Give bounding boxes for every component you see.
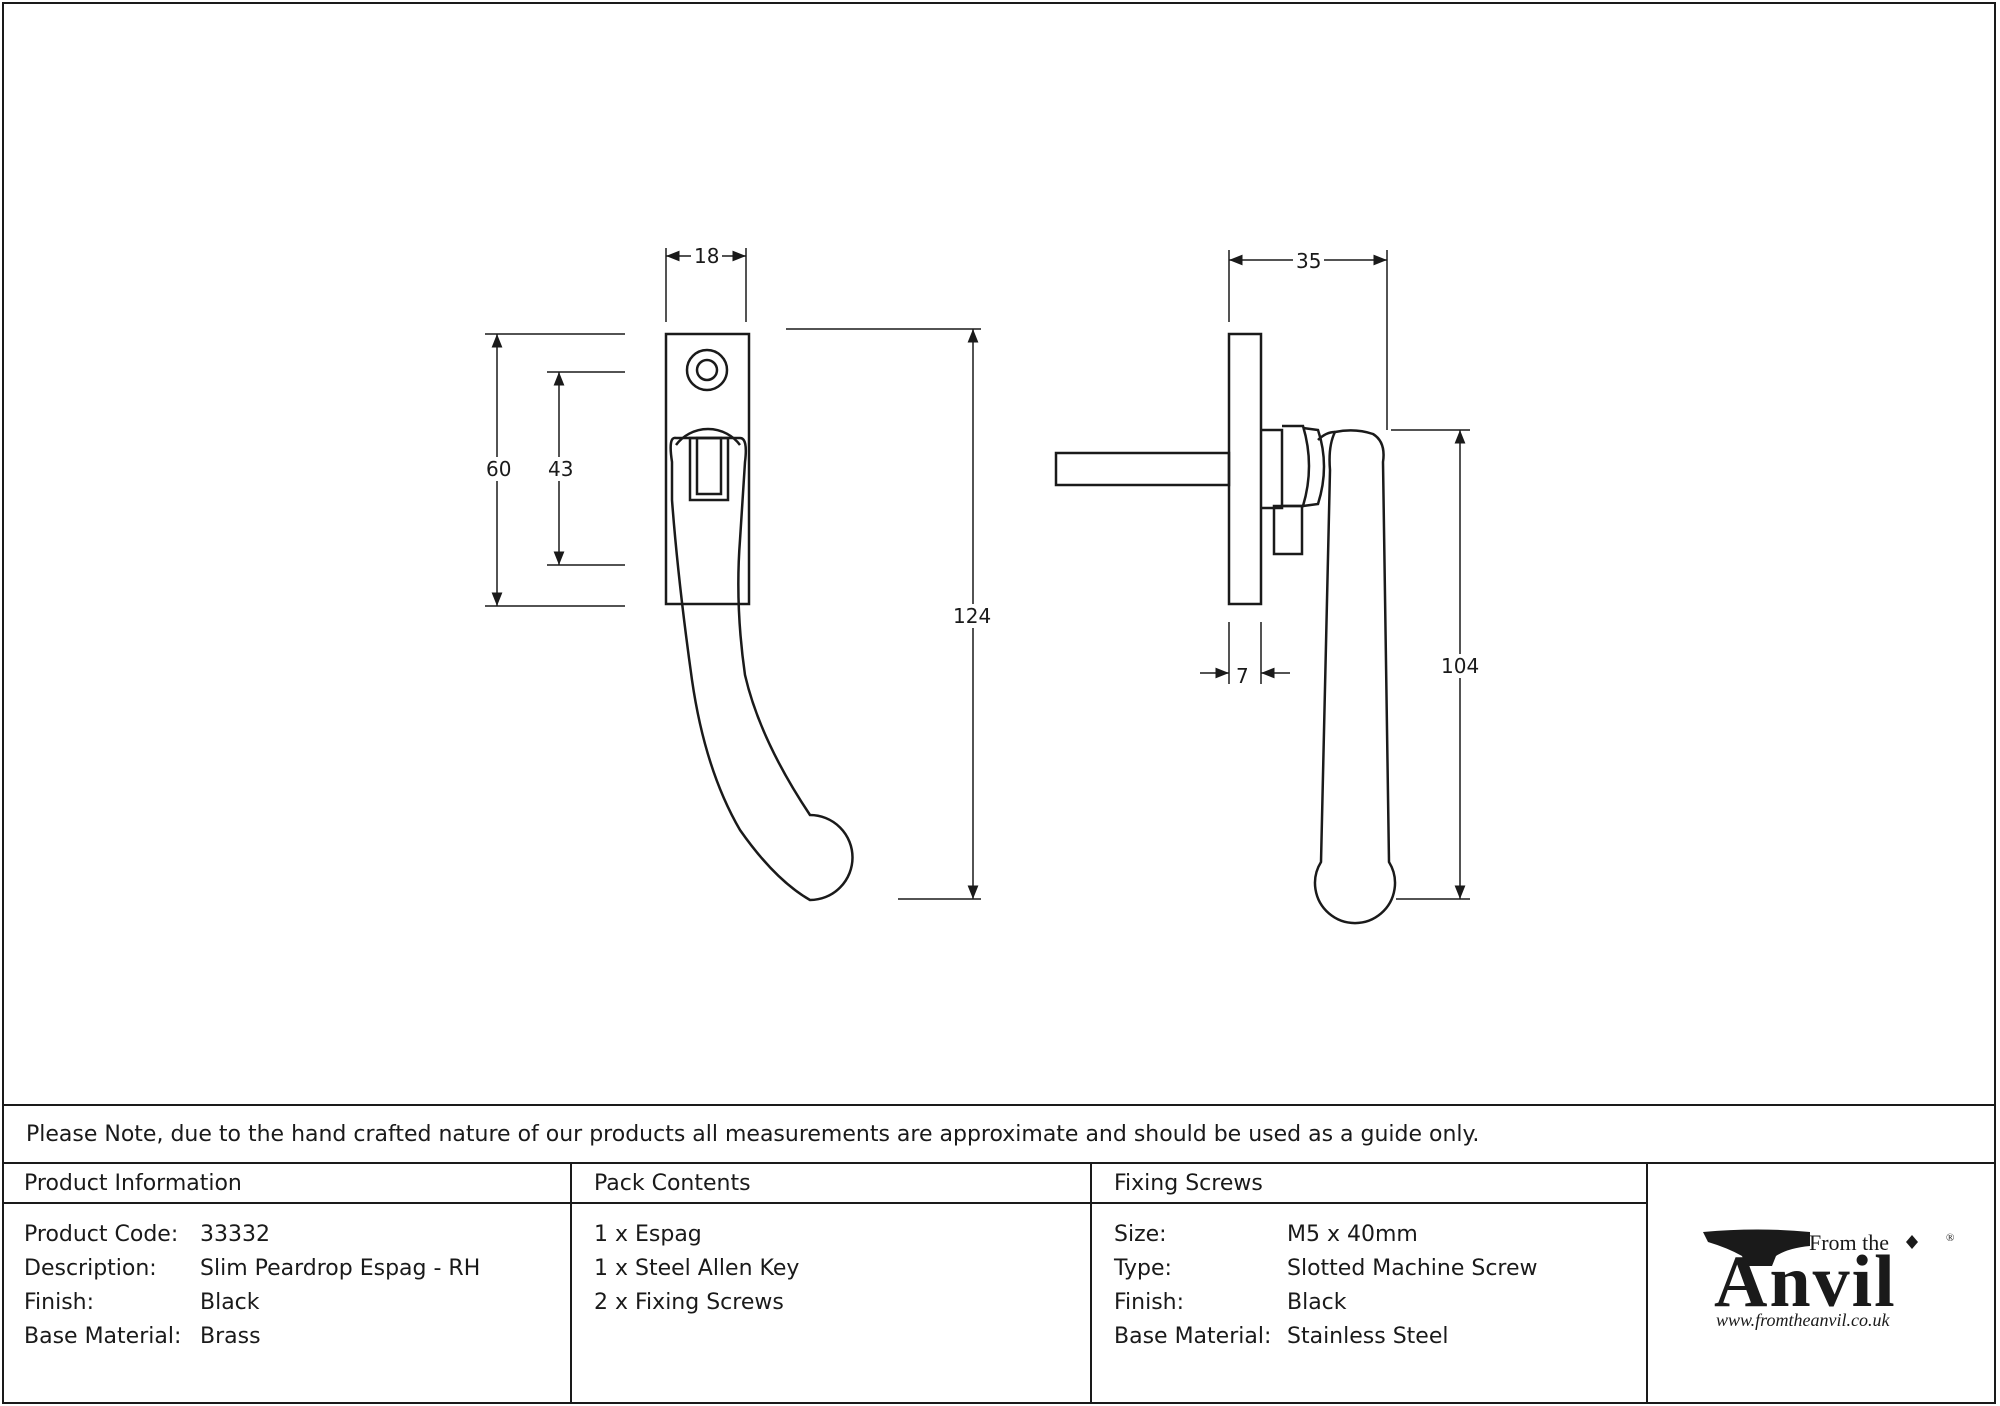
finish-value: Black bbox=[200, 1290, 260, 1315]
screw-type-label: Type: bbox=[1114, 1256, 1172, 1281]
finish-label: Finish: bbox=[24, 1290, 95, 1315]
product-code-label: Product Code: bbox=[24, 1222, 179, 1247]
base-material-value: Brass bbox=[200, 1324, 261, 1349]
dim-plate-height: 60 bbox=[483, 457, 515, 481]
dim-front-width: 18 bbox=[691, 244, 723, 268]
dim-overall-length: 124 bbox=[950, 604, 995, 628]
description-label: Description: bbox=[24, 1256, 157, 1281]
description-row: Description: Slim Peardrop Espag - RH bbox=[24, 1252, 570, 1286]
dim-plate-thickness: 7 bbox=[1233, 664, 1252, 688]
fixing-screws-section: Fixing Screws Size: M5 x 40mm Type: Slot… bbox=[1092, 1164, 1648, 1402]
brand-logo: From the Anvil ® www.fromtheanvil.co.uk bbox=[1648, 1164, 1996, 1402]
screw-size-label: Size: bbox=[1114, 1222, 1167, 1247]
pack-item: 1 x Steel Allen Key bbox=[594, 1256, 800, 1281]
anvil-icon bbox=[1703, 1229, 1810, 1266]
technical-drawing bbox=[485, 248, 1470, 925]
screw-material-row: Base Material: Stainless Steel bbox=[1114, 1320, 1646, 1354]
side-view-spindle bbox=[1054, 451, 1231, 487]
pack-item: 1 x Espag bbox=[594, 1222, 702, 1247]
side-view-backplate bbox=[1227, 332, 1263, 606]
screw-finish-value: Black bbox=[1287, 1290, 1347, 1315]
pack-contents-section: Pack Contents 1 x Espag 1 x Steel Allen … bbox=[572, 1164, 1092, 1402]
logo-anvil: Anvil bbox=[1714, 1241, 1897, 1323]
base-material-label: Base Material: bbox=[24, 1324, 182, 1349]
product-code-value: 33332 bbox=[200, 1222, 270, 1247]
screw-finish-label: Finish: bbox=[1114, 1290, 1185, 1315]
dim-screw-centres: 43 bbox=[545, 457, 577, 481]
side-view-boss bbox=[1261, 424, 1326, 556]
screw-size-value: M5 x 40mm bbox=[1287, 1222, 1418, 1247]
logo-url: www.fromtheanvil.co.uk bbox=[1716, 1310, 1890, 1330]
dim-handle-length: 104 bbox=[1438, 654, 1483, 678]
pack-item: 2 x Fixing Screws bbox=[594, 1290, 784, 1315]
side-view-handle bbox=[1313, 429, 1397, 925]
front-view-screw-hole bbox=[685, 348, 729, 392]
logo-from-the: From the bbox=[1809, 1230, 1890, 1255]
product-code-row: Product Code: 33332 bbox=[24, 1218, 570, 1252]
base-material-row: Base Material: Brass bbox=[24, 1320, 570, 1354]
screw-type-row: Type: Slotted Machine Screw bbox=[1114, 1252, 1646, 1286]
description-value: Slim Peardrop Espag - RH bbox=[200, 1256, 481, 1281]
screw-finish-row: Finish: Black bbox=[1114, 1286, 1646, 1320]
pack-contents-heading: Pack Contents bbox=[572, 1164, 1090, 1204]
screw-material-value: Stainless Steel bbox=[1287, 1324, 1449, 1349]
logo-registered: ® bbox=[1946, 1232, 1955, 1244]
finish-row: Finish: Black bbox=[24, 1286, 570, 1320]
disclaimer-note: Please Note, due to the hand crafted nat… bbox=[26, 1122, 1480, 1147]
front-view-handle bbox=[669, 436, 854, 902]
front-view-backplate bbox=[664, 332, 751, 606]
screw-size-row: Size: M5 x 40mm bbox=[1114, 1218, 1646, 1252]
disclaimer-row: Please Note, due to the hand crafted nat… bbox=[2, 1104, 1996, 1164]
screw-material-label: Base Material: bbox=[1114, 1324, 1272, 1349]
product-info-heading: Product Information bbox=[2, 1164, 570, 1204]
product-info-section: Product Information Product Code: 33332 … bbox=[2, 1164, 572, 1402]
screw-type-value: Slotted Machine Screw bbox=[1287, 1256, 1538, 1281]
fixing-screws-heading: Fixing Screws bbox=[1092, 1164, 1646, 1204]
dim-side-projection: 35 bbox=[1293, 249, 1325, 273]
logo-diamond bbox=[1906, 1235, 1918, 1249]
